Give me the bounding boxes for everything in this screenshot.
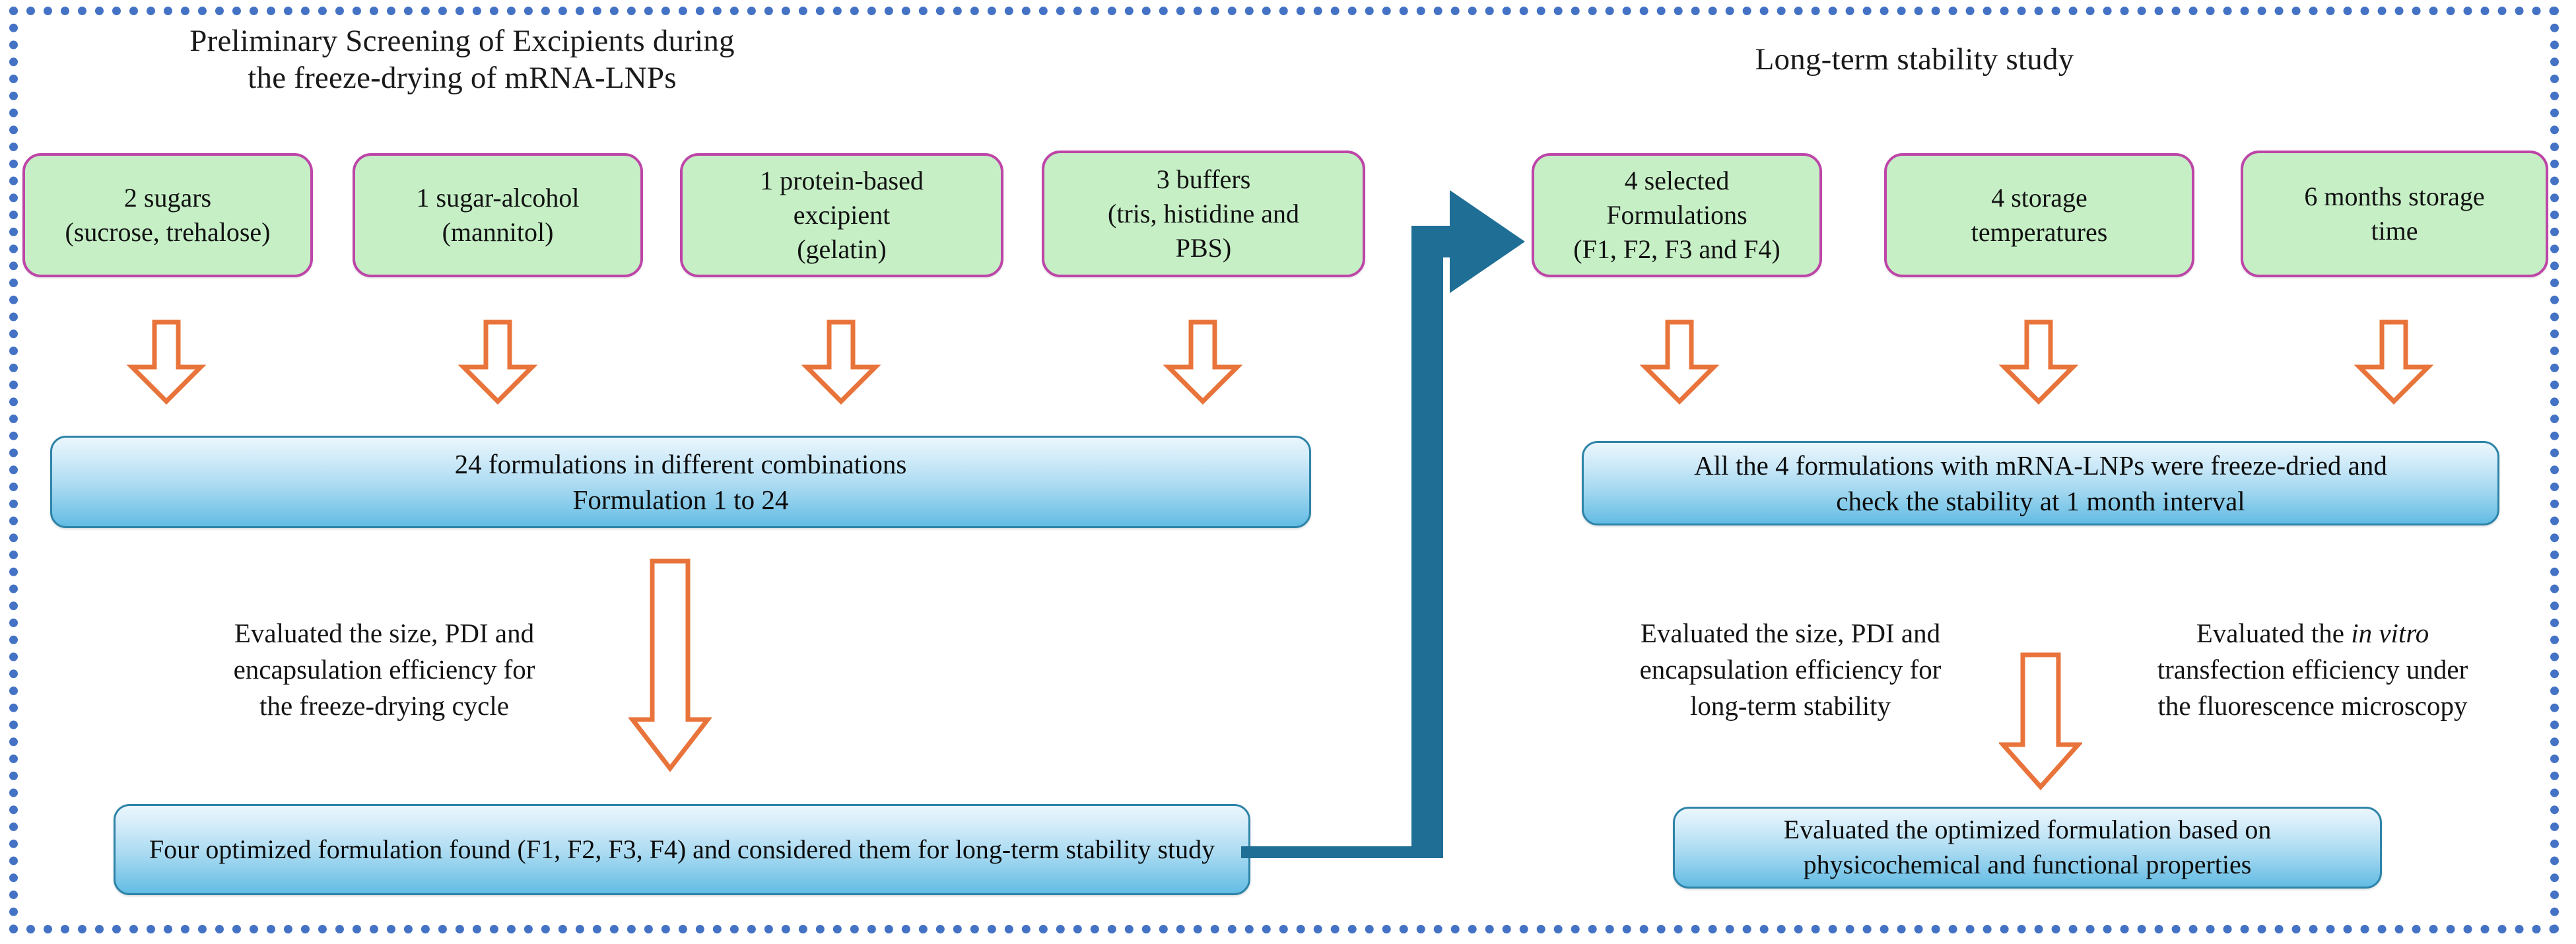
right-section-title: Long-term stability study [1755,42,2074,77]
left-section-title: Preliminary Screening of Excipients duri… [189,24,735,96]
down-arrow-icon [2354,320,2433,405]
right-outcome-box[interactable]: Evaluated the optimized formulation base… [1673,807,2382,889]
note-text-pre: Evaluated the [2196,618,2352,648]
input-box-buffers[interactable]: 3 buffers (tris, histidine and PBS) [1042,151,1365,277]
note-text-italic: in vitro [2351,618,2429,648]
down-arrow-icon [458,320,537,405]
input-box-selected-formulations[interactable]: 4 selected Formulations (F1, F2, F3 and … [1532,153,1822,277]
down-arrow-icon [801,320,881,405]
input-box-storage-time[interactable]: 6 months storage time [2241,151,2548,277]
down-arrow-icon [1999,320,2078,405]
combination-summary-box[interactable]: 24 formulations in different combination… [50,436,1311,528]
down-arrow-icon [1640,320,1719,405]
freeze-dry-process-box[interactable]: All the 4 formulations with mRNA-LNPs we… [1582,441,2499,525]
input-box-protein-excipient[interactable]: 1 protein-based excipient (gelatin) [680,153,1003,277]
input-box-sugar-alcohol[interactable]: 1 sugar-alcohol (mannitol) [353,153,643,277]
input-box-storage-temperatures[interactable]: 4 storage temperatures [1884,153,2194,277]
input-box-sugars[interactable]: 2 sugars (sucrose, trehalose) [22,153,313,277]
right-evaluation-note-stability: Evaluated the size, PDI and encapsulatio… [1639,618,1942,721]
right-evaluation-note-transfection: Evaluated the in vitro transfection effi… [2085,615,2540,724]
note-text-post: transfection efficiency under the fluore… [2157,654,2468,721]
down-arrow-icon [628,558,712,772]
down-arrow-icon [1999,652,2082,791]
left-evaluation-note: Evaluated the size, PDI and encapsulatio… [233,618,535,721]
down-arrow-icon [127,320,206,405]
down-arrow-icon [1163,320,1242,405]
right-elbow-arrow-icon [1241,190,1525,858]
left-outcome-box[interactable]: Four optimized formulation found (F1, F2… [114,804,1250,895]
